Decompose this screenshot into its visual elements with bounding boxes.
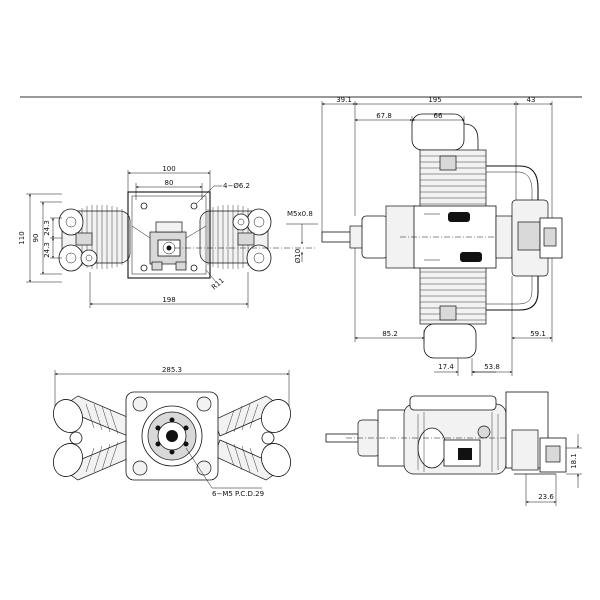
side-lower-cylinder	[419, 265, 487, 359]
front-left-cylinders	[58, 205, 131, 272]
dim-cyl-span: 66	[434, 112, 443, 120]
dim-width-total: 198	[162, 296, 175, 304]
dim-shaft-thread: M5x0.8	[287, 210, 313, 218]
dim-prop-offset: 39.1	[336, 96, 352, 104]
dim-shaft-dia: Ø10	[294, 249, 302, 263]
top-right-cylinders	[213, 395, 291, 481]
top-hub	[125, 391, 219, 481]
side-prop-shaft	[321, 231, 353, 243]
dim-overall: 285.3	[162, 366, 182, 374]
dim-offset: 23.6	[538, 493, 554, 501]
dim-height: 18.1	[570, 453, 578, 469]
dim-holes: 4−Ø6.2	[223, 182, 250, 190]
top-left-cylinders	[53, 395, 135, 481]
dim-bolt-pattern: 6−M5 P.C.D.29	[212, 490, 264, 498]
front-view: 100 80 4−Ø6.2 110 90 24.3 24.3	[18, 165, 318, 308]
dim-height-total: 110	[18, 231, 26, 244]
dim-body-length: 195	[428, 96, 441, 104]
top-dimensions: 285.3 6−M5 P.C.D.29	[54, 366, 290, 498]
dim-half-a: 24.3	[43, 220, 51, 236]
dim-rear: 43	[527, 96, 536, 104]
bottom-side-view: 18.1 23.6	[325, 391, 582, 506]
side-manifold	[486, 165, 563, 311]
dim-front-length: 85.2	[382, 330, 398, 338]
top-view: 285.3 6−M5 P.C.D.29	[53, 366, 291, 498]
dim-mount-width: 80	[165, 179, 174, 187]
dim-front-block: 67.8	[376, 112, 392, 120]
side-dimensions: 39.1 195 43 67.8 66 85.2 59.1	[321, 96, 553, 376]
side-view: 39.1 195 43 67.8 66 85.2 59.1	[321, 96, 563, 376]
dim-top-width: 100	[162, 165, 175, 173]
dim-height-mount: 90	[32, 234, 40, 243]
dim-radius: R11	[210, 277, 226, 292]
side-upper-cylinder	[411, 113, 487, 209]
front-right-cylinders	[199, 205, 272, 272]
side-crankcase	[400, 205, 513, 269]
dim-cyl-a: 17.4	[438, 363, 454, 371]
dim-cyl-b: 53.8	[484, 363, 500, 371]
dim-half-b: 24.3	[43, 242, 51, 258]
dim-rear-length: 59.1	[530, 330, 546, 338]
front-dimensions: 100 80 4−Ø6.2 110 90 24.3 24.3	[18, 165, 318, 308]
front-crankcase	[127, 191, 211, 279]
